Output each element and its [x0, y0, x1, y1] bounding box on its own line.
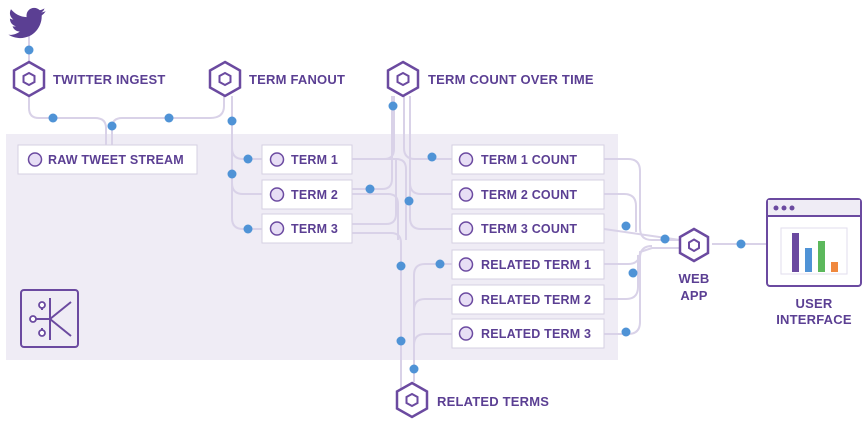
- ui-label-line2: INTERFACE: [776, 312, 852, 327]
- connection-dot: [388, 101, 398, 111]
- box-label: RELATED TERM 2: [481, 293, 591, 307]
- stage-label-line1: WEB: [679, 271, 710, 286]
- stage-web-app[interactable]: WEB APP: [678, 227, 710, 303]
- connection-dot: [628, 268, 638, 278]
- circle-icon: [458, 187, 474, 202]
- connection-dot: [48, 113, 58, 123]
- connection-dot: [660, 234, 670, 244]
- stage-twitter-ingest[interactable]: TWITTER INGEST: [12, 60, 166, 98]
- circle-icon: [269, 221, 285, 236]
- connection-dot: [243, 154, 253, 164]
- connection-dot: [435, 259, 445, 269]
- box-label: TERM 2 COUNT: [481, 188, 577, 202]
- box-term-3-count[interactable]: TERM 3 COUNT: [451, 213, 605, 244]
- twitter-bird-icon: [8, 7, 46, 39]
- stage-label: TWITTER INGEST: [53, 72, 166, 87]
- stage-term-fanout[interactable]: TERM FANOUT: [208, 60, 345, 98]
- circle-icon: [269, 187, 285, 202]
- box-term-3[interactable]: TERM 3: [261, 213, 353, 244]
- browser-window-chart-icon: [766, 198, 862, 287]
- connection-dot: [404, 196, 414, 206]
- stream-processing-icon: [20, 289, 79, 348]
- circle-icon: [458, 292, 474, 307]
- box-label: TERM 2: [291, 188, 338, 202]
- connection-dot: [427, 152, 437, 162]
- hexagon-icon: [12, 60, 46, 98]
- connection-dot: [243, 224, 253, 234]
- stage-label: TERM COUNT OVER TIME: [428, 72, 594, 87]
- box-term-1[interactable]: TERM 1: [261, 144, 353, 175]
- connection-dot: [409, 364, 419, 374]
- connection-dot: [24, 45, 34, 55]
- box-term-1-count[interactable]: TERM 1 COUNT: [451, 144, 605, 175]
- box-term-2-count[interactable]: TERM 2 COUNT: [451, 179, 605, 210]
- box-label: RELATED TERM 3: [481, 327, 591, 341]
- connection-dot: [365, 184, 375, 194]
- connection-dot: [164, 113, 174, 123]
- connection-dot: [107, 121, 117, 131]
- box-label: RELATED TERM 1: [481, 258, 591, 272]
- box-label: TERM 3 COUNT: [481, 222, 577, 236]
- hexagon-icon: [678, 227, 710, 263]
- circle-icon: [27, 152, 43, 167]
- box-label: TERM 1: [291, 153, 338, 167]
- stage-term-count-over-time[interactable]: TERM COUNT OVER TIME: [386, 60, 594, 98]
- circle-icon: [458, 221, 474, 236]
- connection-dots: [24, 45, 746, 374]
- connection-dot: [227, 169, 237, 179]
- box-raw-tweet-stream[interactable]: RAW TWEET STREAM: [17, 144, 198, 175]
- box-term-2[interactable]: TERM 2: [261, 179, 353, 210]
- connection-dot: [736, 239, 746, 249]
- box-related-term-1[interactable]: RELATED TERM 1: [451, 249, 605, 280]
- circle-icon: [458, 326, 474, 341]
- stage-label: TERM FANOUT: [249, 72, 345, 87]
- hexagon-icon: [208, 60, 242, 98]
- hexagon-icon: [395, 381, 429, 419]
- connection-dot: [396, 261, 406, 271]
- connection-dot: [227, 116, 237, 126]
- box-label: TERM 1 COUNT: [481, 153, 577, 167]
- stage-label: RELATED TERMS: [437, 394, 549, 409]
- stage-label-line2: APP: [680, 288, 707, 303]
- circle-icon: [458, 257, 474, 272]
- connection-dot: [621, 327, 631, 337]
- ui-label-line1: USER: [796, 296, 833, 311]
- box-related-term-2[interactable]: RELATED TERM 2: [451, 284, 605, 315]
- connection-dot: [396, 336, 406, 346]
- stage-related-terms[interactable]: RELATED TERMS: [395, 381, 549, 419]
- circle-icon: [269, 152, 285, 167]
- box-label: TERM 3: [291, 222, 338, 236]
- box-label: RAW TWEET STREAM: [48, 153, 184, 167]
- hexagon-icon: [386, 60, 420, 98]
- user-interface[interactable]: USER INTERFACE: [766, 198, 862, 327]
- circle-icon: [458, 152, 474, 167]
- connection-dot: [621, 221, 631, 231]
- box-related-term-3[interactable]: RELATED TERM 3: [451, 318, 605, 349]
